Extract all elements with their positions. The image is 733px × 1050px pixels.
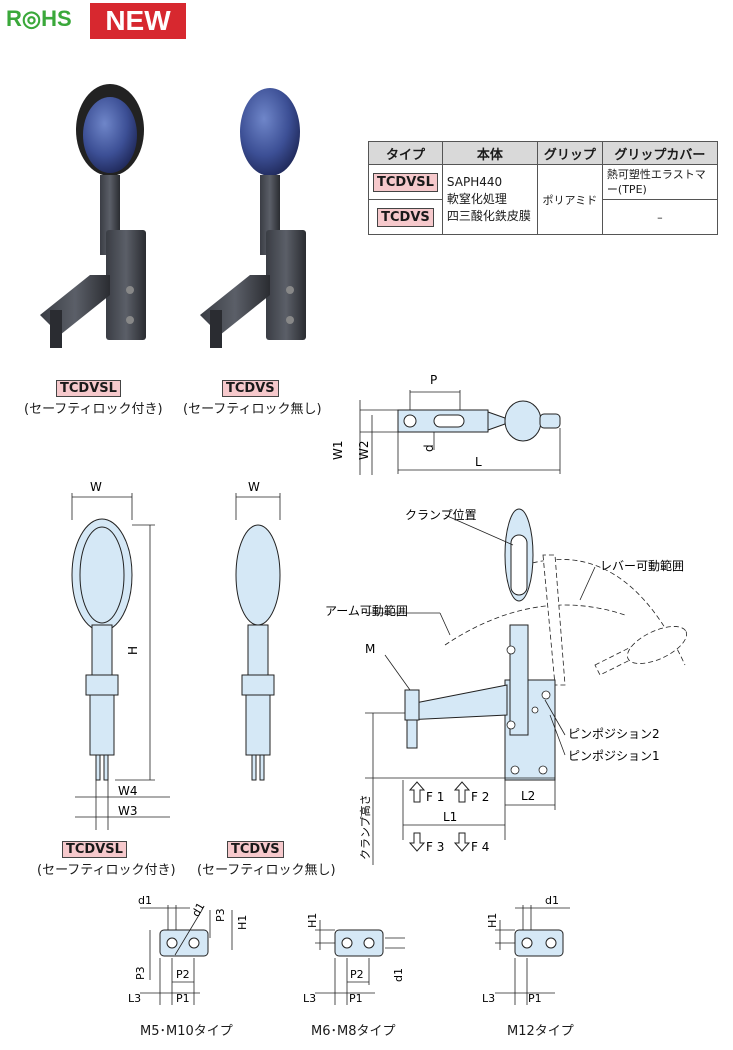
detail-label: P1 xyxy=(176,992,190,1005)
rohs-logo: R◎HS xyxy=(6,6,72,31)
dim-w3: W3 xyxy=(118,804,138,818)
body-line: 四三酸化鉄皮膜 xyxy=(446,209,531,223)
cell-cover-tcdvs: – xyxy=(601,199,718,235)
photo-caption-tcdvs: (セーフティロック無し) xyxy=(183,402,322,417)
photo-caption-tcdvsl: (セーフティロック付き) xyxy=(24,402,163,417)
dim-w4: W4 xyxy=(118,784,138,798)
detail-label: P2 xyxy=(176,968,190,981)
dim-w-right: W xyxy=(248,480,260,494)
dim-w1: W1 xyxy=(331,441,345,461)
dim-l: L xyxy=(475,455,482,469)
spec-table: タイプ 本体 グリップ グリップカバー TCDVSL SAPH440 軟窒化処理… xyxy=(368,141,718,235)
detail-label: P3 xyxy=(214,908,227,922)
label-f4: F 4 xyxy=(471,840,489,854)
body-line: SAPH440 xyxy=(446,175,503,189)
detail-label: H1 xyxy=(236,915,249,930)
detail-label: H1 xyxy=(486,913,499,928)
label-f1: F 1 xyxy=(426,790,444,804)
detail-m12: H1 d1 L3 P1 xyxy=(482,894,570,1005)
th-body: 本体 xyxy=(441,141,538,165)
cell-cover-tcdvsl: 熱可塑性エラストマー(TPE) xyxy=(601,164,718,200)
detail-label: P2 xyxy=(350,968,364,981)
photo-tcdvs xyxy=(200,88,306,348)
photo-caption-tcdvsl-model: TCDVSL xyxy=(56,377,121,397)
detail-m6-m8: H1 P2 d1 L3 P1 xyxy=(303,913,405,1005)
detail-label: d1 xyxy=(138,894,152,907)
detail-label: d1 xyxy=(189,900,207,919)
detail-label: L3 xyxy=(303,992,316,1005)
detail-label: P1 xyxy=(349,992,363,1005)
front-caption-tcdvsl: (セーフティロック付き) xyxy=(37,863,176,878)
photo-caption-tcdvs-model: TCDVS xyxy=(222,377,279,397)
detail-label: d1 xyxy=(545,894,559,907)
label-arm-range: アーム可動範囲 xyxy=(325,603,408,618)
detail-label: P1 xyxy=(528,992,542,1005)
detail-label: d1 xyxy=(392,968,405,982)
front-view-drawings: W H W4 W3 W xyxy=(71,480,281,830)
photo-tcdvsl xyxy=(40,84,146,348)
dim-w-left: W xyxy=(90,480,102,494)
new-badge: NEW xyxy=(90,3,186,39)
dim-w2: W2 xyxy=(357,441,371,461)
cell-grip: ポリアミド xyxy=(536,164,603,235)
dim-d: d xyxy=(422,444,436,452)
detail-drawings: d1 d1 P3 H1 P3 P2 L3 P1 H1 P2 d1 L3 P1 xyxy=(128,894,570,1005)
label-l2: L2 xyxy=(521,789,535,803)
label-lever-range: レバー可動範囲 xyxy=(600,558,684,573)
type-tag: TCDVSL xyxy=(373,172,438,192)
label-pin-position-1: ピンポジション1 xyxy=(568,749,660,763)
label-f3: F 3 xyxy=(426,840,444,854)
label-l1: L1 xyxy=(443,810,457,824)
side-view-drawing: クランプ位置 レバー可動範囲 アーム可動範囲 M ピンポジション2 ピンポジショ… xyxy=(325,507,687,865)
spec-header-row: タイプ 本体 グリップ グリップカバー xyxy=(368,141,718,165)
front-caption-tcdvsl-model: TCDVSL xyxy=(62,838,127,858)
th-grip: グリップ xyxy=(536,141,603,165)
dim-p: P xyxy=(430,373,437,387)
detail-label: P3 xyxy=(134,966,147,980)
cell-body: SAPH440 軟窒化処理 四三酸化鉄皮膜 xyxy=(441,164,538,235)
detail-label: L3 xyxy=(128,992,141,1005)
front-view-tcdvsl: W H W4 W3 xyxy=(71,480,170,830)
detail-caption-m5-m10: M5･M10タイプ xyxy=(140,1024,233,1039)
th-type: タイプ xyxy=(368,141,443,165)
detail-caption-m6-m8: M6･M8タイプ xyxy=(311,1024,396,1039)
spec-row-tcdvs: TCDVS – xyxy=(368,199,718,235)
detail-label: L3 xyxy=(482,992,495,1005)
label-f2: F 2 xyxy=(471,790,489,804)
type-tag: TCDVS xyxy=(377,207,434,227)
th-cover: グリップカバー xyxy=(601,141,718,165)
front-caption-tcdvs-model: TCDVS xyxy=(227,838,284,858)
product-photos xyxy=(40,84,306,348)
front-view-tcdvs: W xyxy=(235,480,281,781)
cell-type-tcdvsl: TCDVSL xyxy=(368,164,443,200)
detail-label: H1 xyxy=(306,913,319,928)
label-m: M xyxy=(365,642,375,656)
body-line: 軟窒化処理 xyxy=(446,192,507,206)
label-pin-position-2: ピンポジション2 xyxy=(568,727,660,741)
detail-m5-m10: d1 d1 P3 H1 P3 P2 L3 P1 xyxy=(128,894,249,1005)
front-caption-tcdvs: (セーフティロック無し) xyxy=(197,863,336,878)
dim-h: H xyxy=(126,646,140,655)
detail-caption-m12: M12タイプ xyxy=(507,1024,574,1039)
label-clamp-position: クランプ位置 xyxy=(405,507,477,522)
spec-row-tcdvsl: TCDVSL SAPH440 軟窒化処理 四三酸化鉄皮膜 ポリアミド 熱可塑性エ… xyxy=(368,164,718,235)
cell-type-tcdvs: TCDVS xyxy=(368,199,443,235)
label-clamp-height: クランプ高さ xyxy=(358,794,372,860)
top-view-drawing: P W1 W2 d L xyxy=(331,373,561,475)
